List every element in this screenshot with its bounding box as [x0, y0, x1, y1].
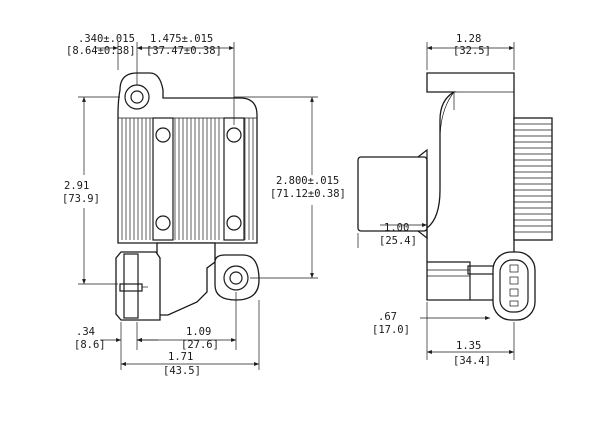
side-view [357, 72, 553, 321]
dim-connector-width-mm: [27.6] [181, 339, 219, 351]
dim-tower-length: 1.00 [384, 222, 409, 234]
mount-hole-top-inner [130, 90, 144, 104]
side-connector-inner [499, 259, 529, 313]
bottom-mount-lug [214, 254, 260, 301]
dim-hole-spacing-mm: [37.47±0.38] [146, 45, 222, 57]
mount-hole-bottom [223, 265, 249, 291]
dim-hole-vertical-mm: [71.12±0.38] [270, 188, 346, 200]
spark-tower [357, 156, 428, 232]
dim-top-width: 1.28 [456, 33, 481, 45]
dim-hole-offset-mm: [8.64±0.38] [66, 45, 136, 57]
connector-pins [509, 264, 519, 307]
bolt-4 [226, 215, 242, 231]
connector-latch [123, 253, 139, 319]
mount-hole-bottom-inner [229, 271, 243, 285]
side-connector-plug [492, 251, 536, 321]
dim-tower-length-mm: [25.4] [379, 235, 417, 247]
dim-connector-height-mm: [17.0] [372, 324, 410, 336]
side-dimension-text: 1.28 [32.5] 1.00 [25.4] .67 [17.0] 1.35 … [372, 33, 491, 367]
cooling-fins [118, 117, 257, 240]
front-dimension-text: .340±.015 [8.64±0.38] 1.475±.015 [37.47±… [62, 33, 346, 377]
side-lower-housing [427, 261, 471, 300]
dim-height-mm: [73.9] [62, 193, 100, 205]
connector-tab [119, 283, 143, 292]
boss-left [152, 117, 174, 241]
dim-connector-depth: 1.35 [456, 340, 481, 352]
dim-connector-height: .67 [378, 311, 397, 323]
dim-overall-width-mm: [43.5] [163, 365, 201, 377]
dim-top-width-mm: [32.5] [453, 45, 491, 57]
bolt-2 [226, 127, 242, 143]
housing-curve [439, 91, 455, 141]
tower-flange [417, 148, 428, 240]
dim-hole-spacing: 1.475±.015 [150, 33, 213, 45]
side-dimensions [357, 42, 515, 360]
front-view [115, 72, 260, 321]
dim-connector-offset-mm: [8.6] [74, 339, 106, 351]
dim-hole-offset: .340±.015 [78, 33, 135, 45]
lower-housing [156, 242, 216, 316]
dim-connector-offset: .34 [76, 326, 95, 338]
dim-height: 2.91 [64, 180, 89, 192]
side-fin-lines [514, 123, 552, 233]
coil-body-outline [117, 72, 258, 244]
dim-connector-depth-mm: [34.4] [453, 355, 491, 367]
dim-hole-vertical: 2.800±.015 [276, 175, 339, 187]
dim-overall-width: 1.71 [168, 351, 193, 363]
front-dimensions [78, 42, 318, 370]
bolt-1 [155, 127, 171, 143]
bolt-3 [155, 215, 171, 231]
dim-connector-width: 1.09 [186, 326, 211, 338]
